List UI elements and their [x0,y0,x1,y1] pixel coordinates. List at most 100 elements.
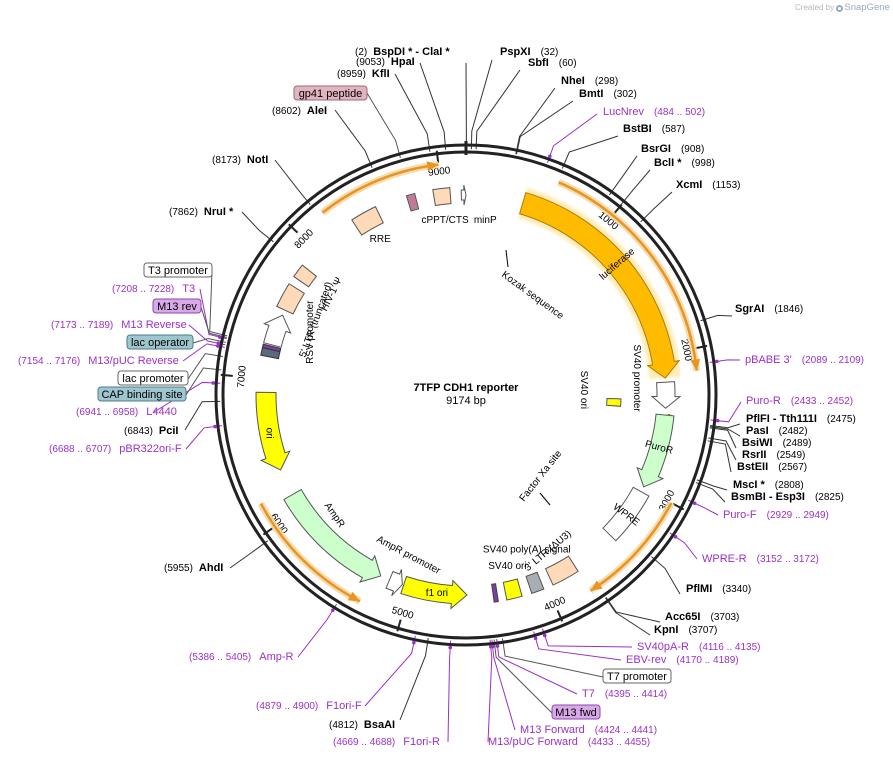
plasmid-name: 7TFP CDH1 reporter [414,382,520,394]
leader-line [605,596,661,623]
leader-line [707,440,732,473]
site-ahdi: (5955)AhdI [164,562,223,574]
leader-line [696,479,728,491]
primer-mark [211,381,216,385]
plasmid-length: 9174 bp [446,395,486,407]
primer-m13-forward: M13 Forward(4424 .. 4441) [520,724,657,736]
primer-m13-reverse: (7173 .. 7189)M13 Reverse [51,319,187,331]
site-pflfi-tth111i: PflFI - Tth111I(2475) [746,413,856,425]
leader-line [185,425,222,450]
leader-line [188,324,226,346]
leader-line [501,638,604,678]
tick-mark [695,344,708,350]
leader-line [496,639,578,695]
leader-line [447,640,452,743]
orange-arrow-right [558,181,698,371]
ampr-arrow [283,488,382,583]
ori-label: ori [264,428,275,439]
label-leader-lines [153,59,742,743]
sv40-ori-right-block [606,398,622,407]
m13-fwd-label-box [551,704,601,720]
site-hpai: (9053)HpaI [356,56,415,68]
snapgene-logo-icon [836,5,844,12]
leader-line [184,400,221,431]
primer-puro-r: Puro-R(2433 .. 2452) [746,395,853,407]
minp-label: minP [474,215,497,226]
lac-promoter-label: lac promoter [122,373,183,385]
leader-line [399,638,429,721]
orange-arrow-top [321,163,439,214]
leader-line [470,59,493,150]
leader-line [192,338,226,344]
leader-line [487,639,493,743]
sv40-ori-bottom-block [502,578,523,601]
site-msci: MscI *(2808) [733,479,804,491]
sv40-polya-label: SV40 poly(A) signal [483,544,571,555]
site-bsiwi: BsiWI(2489) [742,437,811,449]
credit-prefix: Created by [795,3,835,12]
primer-mark [488,644,493,649]
tick-label: 7000 [236,365,249,389]
leader-line [547,113,598,164]
site-kfli: (8959)KflI [337,68,390,80]
site-pspxi: PspXI(32) [500,46,558,58]
primer-puro-f: Puro-F(2929 .. 2949) [723,509,829,521]
f1-ori-arrow [400,575,468,610]
site-bsmbi-esp3i: BsmBI - Esp3I(2825) [731,491,844,503]
site-nhei: NheI(298) [561,75,618,87]
leader-line [515,87,556,155]
ampr-promoter-label: AmpR promoter [375,534,443,577]
ltr3-block [544,555,579,586]
m13-fwd-label: M13 fwd [555,707,597,719]
sv40-promoter-label: SV40 promoter [631,344,642,412]
primer-ebv-rev: EBV-rev(4170 .. 4189) [626,654,739,666]
leader-line [561,135,619,169]
site-xcmi: XcmI(1153) [676,179,740,191]
leader-line [199,288,227,340]
leader-line [297,603,337,658]
lac-operator-label-box [126,334,194,350]
rre-label: RRE [370,234,391,245]
primer-mark [673,534,678,539]
ampr-promoter-arrow [385,569,403,597]
site-pflmi: PflMI(3340) [686,583,751,595]
gp41-peptide-label-box [293,85,368,101]
leader-line [533,631,622,661]
primer-pbr322ori-f: (6688 .. 6707)pBR322ori-F [49,443,182,455]
primer-mark [715,418,720,423]
site-sgrai: SgrAI(1846) [735,303,803,315]
cap-binding-site-label: CAP binding site [101,389,182,401]
leader-line [229,540,269,569]
leader-line [651,556,681,595]
primer-mark [542,633,547,638]
site-sbfi: SbfI(60) [528,57,577,69]
primer-f1ori-f: (4879 .. 4900)F1ori-F [256,700,362,712]
hiv-psi-block [293,264,318,288]
leader-line [394,73,431,152]
site-kpni: KpnI(3707) [654,624,717,636]
tick-mark [262,526,274,536]
kozak-pointer [505,249,509,268]
sv40-ori-bottom-label: SV40 ori [488,561,526,572]
leader-line [710,423,741,429]
m13-rev-label-box [152,298,202,314]
site-bstbi: BstBI(587) [623,123,685,135]
orange-arrow-lower-right [589,502,673,592]
site-alei: (8602)AleI [272,105,327,117]
site-acc65i: Acc65I(3703) [665,611,739,623]
primer-mark [213,424,217,429]
primer-wpre-r: WPRE-R(3152 .. 3172) [702,553,819,565]
leader-line [241,211,274,243]
minp-arrow [460,184,467,206]
lac-promoter-label-box [117,370,189,386]
primer-m13-puc-forward: M13/pUC Forward(4433 .. 4455) [488,736,650,748]
site-rsrii: RsrII(2549) [742,449,805,461]
leader-line [620,169,651,205]
credit-brand: SnapGene [844,2,890,13]
leader-line [695,482,726,503]
leader-line [274,159,311,205]
primer-mark [495,644,500,648]
rsv-promoter-arrow [262,314,292,348]
factor-xa-label: Factor Xa site [518,448,565,504]
